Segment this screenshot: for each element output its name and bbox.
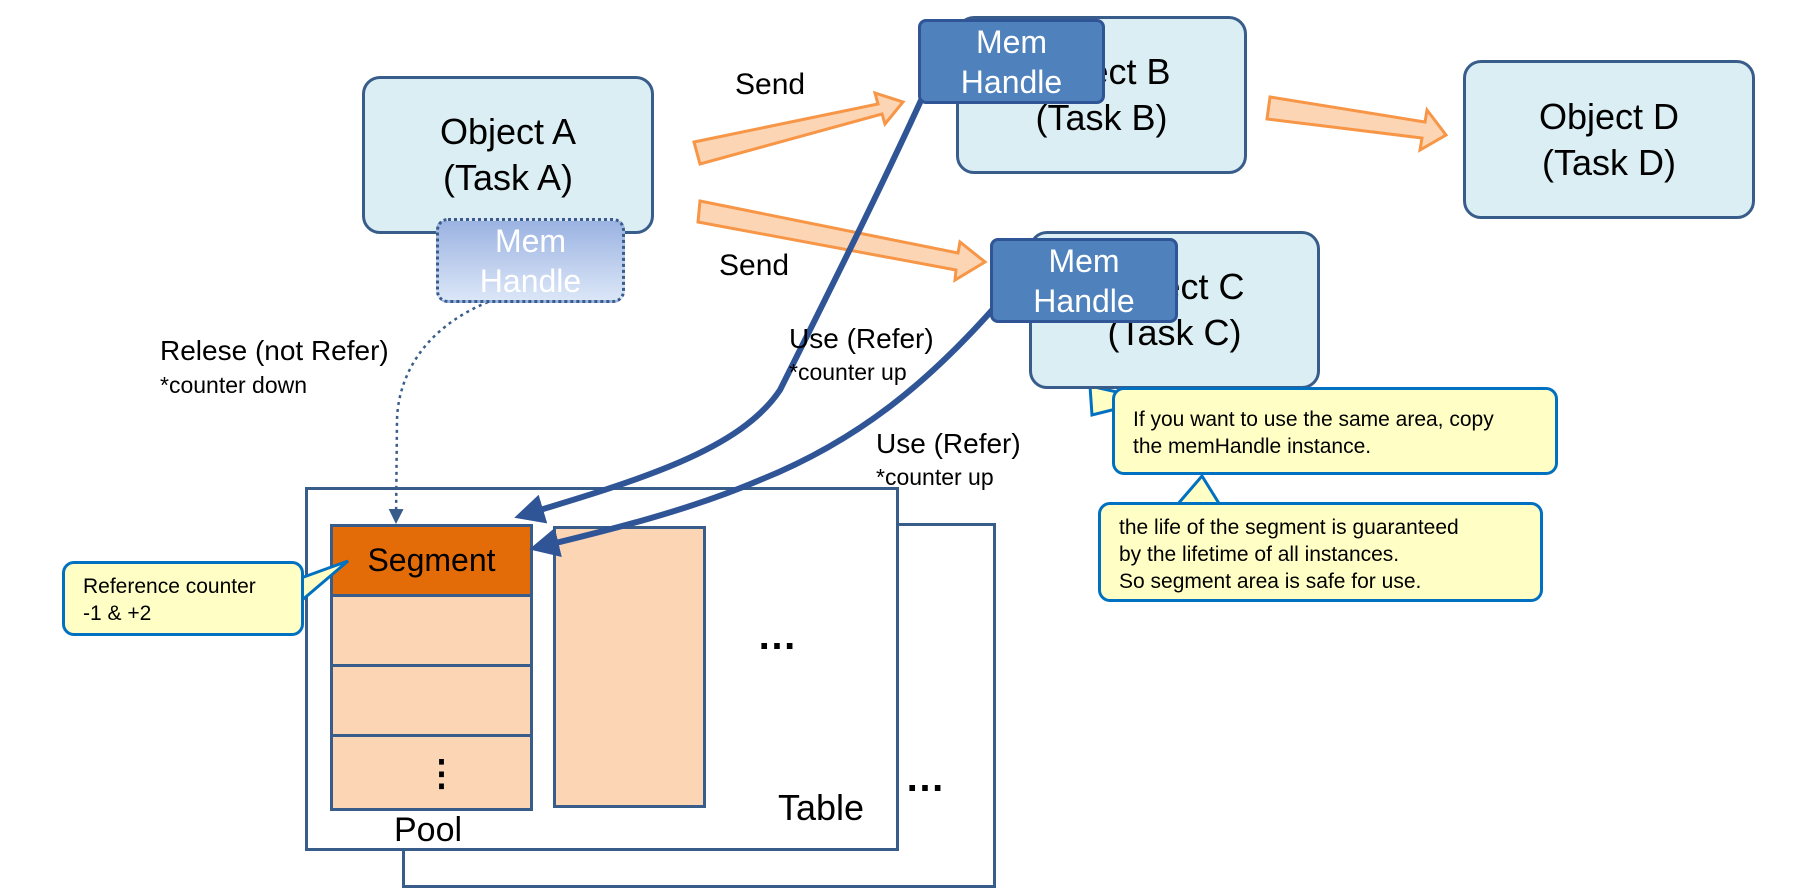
use-label-upper: Use (Refer) bbox=[789, 323, 934, 354]
segment-label: Segment bbox=[367, 542, 496, 578]
mem-handle-released[interactable]: Mem Handle bbox=[436, 218, 625, 303]
copy-callout-line2: the memHandle instance. bbox=[1133, 435, 1372, 458]
send-arrow-to-d bbox=[1265, 95, 1449, 153]
mem-handle-line1: Mem bbox=[975, 23, 1048, 60]
life-callout-line2: by the lifetime of all instances. bbox=[1119, 543, 1400, 566]
object-a-task: (Task A) bbox=[442, 157, 573, 198]
release-arrow bbox=[388, 300, 489, 524]
mem-handle-line1: Mem bbox=[494, 222, 567, 259]
table-column bbox=[553, 526, 706, 808]
send-arrow-to-b bbox=[692, 90, 906, 166]
table-outer-ellipsis: … bbox=[905, 756, 945, 800]
release-label: Relese (not Refer) bbox=[160, 335, 389, 366]
mem-handle-line2: Handle bbox=[960, 63, 1063, 100]
mem-handle-line1: Mem bbox=[1048, 242, 1120, 279]
pool-vdots: ⋮ bbox=[423, 751, 460, 793]
table-inner-ellipsis: … bbox=[757, 614, 797, 658]
reference-counter-callout: Reference counter -1 & +2 bbox=[62, 561, 304, 636]
use-note-lower: *counter up bbox=[876, 464, 994, 490]
reference-callout-tail bbox=[299, 559, 349, 605]
object-a[interactable]: Object A (Task A) bbox=[362, 76, 654, 234]
copy-callout-line1: If you want to use the same area, copy bbox=[1133, 408, 1494, 431]
mem-handle-line2: Handle bbox=[479, 262, 582, 299]
pool-cell: ⋮ bbox=[330, 734, 533, 811]
object-d-name: Object D bbox=[1538, 95, 1680, 137]
object-d[interactable]: Object D (Task D) bbox=[1463, 60, 1755, 219]
object-a-name: Object A bbox=[439, 111, 577, 152]
use-arrow-from-c bbox=[529, 306, 997, 557]
use-note-upper: *counter up bbox=[789, 359, 907, 385]
life-callout-line3: So segment area is safe for use. bbox=[1119, 570, 1422, 593]
mem-handle-c[interactable]: Mem Handle bbox=[990, 238, 1178, 323]
pool-column: Segment ⋮ bbox=[330, 524, 533, 811]
copy-handle-callout: If you want to use the same area, copy t… bbox=[1112, 387, 1558, 475]
reference-callout-line2: -1 & +2 bbox=[83, 602, 152, 625]
send-label-upper: Send bbox=[735, 68, 806, 101]
pool-cell bbox=[330, 594, 533, 667]
life-callout-tail bbox=[1173, 473, 1223, 507]
pool-label: Pool bbox=[394, 811, 463, 849]
reference-callout-line1: Reference counter bbox=[83, 575, 256, 598]
use-label-lower: Use (Refer) bbox=[876, 428, 1021, 459]
use-arrow-from-b bbox=[514, 94, 926, 524]
mem-handle-b[interactable]: Mem Handle bbox=[918, 19, 1105, 104]
table-label: Table bbox=[778, 787, 865, 828]
segment-life-callout: the life of the segment is guaranteed by… bbox=[1098, 502, 1543, 602]
send-label-lower: Send bbox=[719, 249, 790, 282]
life-callout-line1: the life of the segment is guaranteed bbox=[1119, 516, 1459, 539]
object-d-task: (Task D) bbox=[1541, 141, 1676, 183]
mem-handle-line2: Handle bbox=[1033, 282, 1135, 319]
release-note: *counter down bbox=[160, 372, 308, 398]
send-arrow-to-c bbox=[696, 199, 988, 283]
